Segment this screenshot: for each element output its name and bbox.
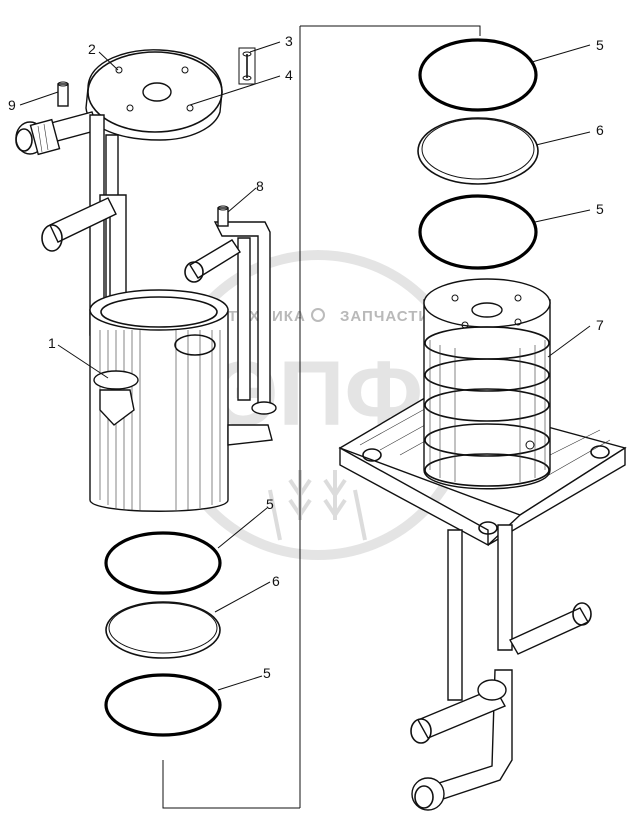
- callout-2: 2: [88, 41, 96, 57]
- callout-4: 4: [285, 67, 293, 83]
- connector-lines: [162, 25, 481, 809]
- inlet-pipe: [15, 111, 99, 156]
- right-assembly: [338, 38, 627, 811]
- o-ring-part-5-right-lower: [418, 194, 538, 270]
- gasket-part-6-left: [105, 601, 221, 659]
- callout-9: 9: [8, 97, 16, 113]
- callout-1: 1: [48, 335, 56, 351]
- callout-5-right-upper: 5: [596, 37, 604, 53]
- callout-7: 7: [596, 317, 604, 333]
- leader-lines: [19, 41, 591, 691]
- return-pipe: [184, 205, 277, 446]
- stack-part-7: [423, 278, 551, 490]
- outlet-pipes: [410, 524, 592, 811]
- callout-6-right: 6: [596, 122, 604, 138]
- o-ring-part-5-left-upper: [104, 531, 222, 595]
- fitting-part-9: [57, 81, 69, 107]
- callout-6-left: 6: [272, 573, 280, 589]
- callout-3: 3: [285, 33, 293, 49]
- plate-part-2: [85, 49, 223, 141]
- watermark-right-text: ЗАПЧАСТИ: [340, 308, 430, 325]
- o-ring-part-5-left-lower: [104, 673, 222, 737]
- screw-part-3: [238, 47, 256, 85]
- cylinder-body: [89, 289, 229, 512]
- gear-icon: [311, 308, 325, 322]
- callout-5-left-upper: 5: [266, 496, 274, 512]
- callout-5-left-lower: 5: [263, 665, 271, 681]
- gasket-part-6-right: [417, 117, 539, 185]
- callout-5-right-lower: 5: [596, 201, 604, 217]
- callout-8: 8: [256, 178, 264, 194]
- wheat-icon: [268, 470, 367, 541]
- vertical-pipes: [41, 114, 127, 381]
- callout-labels: 1 2 3 4 5 5 5 5 6 6 7 8 9: [8, 33, 604, 681]
- o-ring-part-5-right-upper: [418, 38, 538, 112]
- left-assembly: [15, 47, 277, 737]
